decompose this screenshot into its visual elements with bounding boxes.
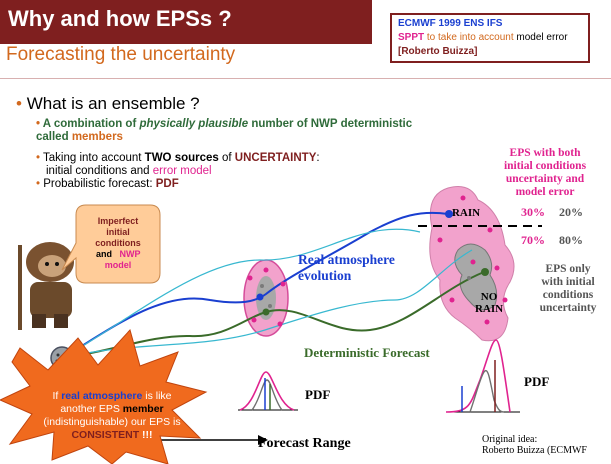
sub2-uncertainty: UNCERTAINTY — [234, 152, 317, 164]
ensemble-member-dots — [247, 195, 508, 327]
deterministic-mid-dot — [262, 308, 270, 316]
eps-both-label-2: initial conditions — [504, 160, 587, 172]
imperfect-line-4-nwp: NWP — [120, 249, 141, 259]
ewok-figure — [18, 242, 74, 330]
pdf-long-range — [445, 339, 520, 413]
callout-p1: If — [52, 390, 62, 402]
reference-box: ECMWF 1999 ENS IFS SPPT to take into acc… — [390, 13, 590, 63]
sub1-text-b: number of NWP deterministic called — [36, 118, 413, 143]
member-trajectory-1 — [61, 228, 421, 359]
main-bullet: • What is an ensemble ? — [16, 94, 200, 114]
sub2-model: error model — [152, 165, 212, 177]
callout-p3: (indistinguishable) our EPS is — [43, 416, 181, 428]
sub2-text-b: of — [218, 152, 235, 164]
forecast-range-label: Forecast Range — [258, 436, 351, 451]
ic-member-dots — [260, 276, 471, 308]
eps-ic-cloud — [454, 243, 498, 311]
sub2-two-sources: TWO sources — [144, 152, 219, 164]
title-bar — [0, 0, 372, 44]
credit-line-2: Roberto Buizza (ECMWF — [482, 445, 587, 456]
member-trajectory-2 — [61, 249, 473, 359]
imperfect-line-4-and: and — [96, 249, 112, 259]
ref-take-into: to take into account — [424, 32, 514, 43]
real-atmos-end-dot — [445, 210, 453, 218]
ref-line-3: [Roberto Buizza] — [398, 46, 478, 57]
eps-both-label-1: EPS with both — [510, 147, 582, 159]
callout-real-atmosphere: real atmosphere — [61, 390, 143, 402]
slide-subtitle: Forecasting the uncertainty — [6, 44, 236, 65]
imperfect-conditions-bubble — [61, 204, 161, 284]
rain-prob-ic-only: 20% — [559, 205, 583, 219]
ref-line-1: ECMWF 1999 ENS IFS — [398, 18, 503, 29]
eps-only-label-1: EPS only — [545, 263, 590, 275]
sub2-ic: initial conditions — [46, 165, 128, 177]
credit: Original idea: Roberto Buizza (ECMWF — [482, 434, 587, 456]
sub3-text: Probabilistic forecast: — [43, 178, 156, 190]
callout-consistent: CONSISTENT — [71, 429, 140, 441]
deterministic-end-dot — [481, 268, 489, 276]
consistency-callout-text: If real atmosphere is like another EPS m… — [42, 390, 182, 442]
no-rain-label-1: NO — [481, 291, 498, 303]
main-bullet-text: What is an ensemble ? — [26, 94, 200, 113]
no-rain-prob-ic-only: 80% — [559, 233, 583, 247]
no-rain-label-2: RAIN — [475, 303, 503, 315]
ref-line-2: SPPT to take into account model error — [398, 31, 582, 45]
imperfect-line-3: conditions — [95, 238, 141, 248]
bullet-dot-icon: • — [36, 152, 44, 164]
imperfect-line-5: model — [105, 260, 132, 270]
ref-sppt: SPPT — [398, 32, 425, 43]
sub-bullet-2: • Taking into account TWO sources of UNC… — [36, 152, 436, 178]
pdf-label-right: PDF — [524, 374, 549, 389]
arrowhead-icon — [258, 435, 268, 445]
sub3-pdf: PDF — [155, 178, 179, 190]
real-atmosphere-label-1: Real atmosphere — [298, 252, 395, 267]
pdf-mid-range — [238, 371, 298, 411]
bullet-dot-icon: • — [36, 178, 44, 190]
real-atmosphere-label-2: evolution — [298, 268, 352, 283]
imperfect-line-2: initial — [106, 227, 130, 237]
eps-only-label-3: conditions — [543, 289, 594, 301]
header-rule — [0, 78, 611, 79]
callout-p4: !!! — [139, 429, 153, 441]
eps-both-label-4: model error — [516, 186, 575, 198]
sub1-members: members — [71, 131, 123, 143]
bullet-dot-icon: • — [16, 94, 27, 113]
rain-prob-model-error: 30% — [521, 205, 545, 219]
deterministic-forecast-label: Deterministic Forecast — [304, 345, 430, 360]
slide-title: Why and how EPSs ? — [8, 6, 232, 31]
bullet-dot-icon: • — [36, 118, 43, 130]
eps-both-label-3: uncertainty and — [506, 173, 585, 185]
credit-line-1: Original idea: — [482, 434, 538, 445]
sub2-and: and — [127, 165, 153, 177]
eps-only-label-2: with initial — [541, 276, 594, 288]
eps-only-label-4: uncertainty — [540, 302, 597, 314]
rain-label: RAIN — [452, 207, 480, 219]
consistency-starburst — [0, 328, 208, 464]
sub2-text-a: Taking into account — [43, 152, 145, 164]
imperfect-line-1: Imperfect — [98, 216, 139, 226]
sub-bullet-3: • Probabilistic forecast: PDF — [36, 178, 179, 191]
no-rain-prob-model-error: 70% — [521, 233, 545, 247]
sub1-italic: physically plausible — [139, 118, 249, 130]
pdf-label-left: PDF — [305, 387, 330, 402]
callout-p2: is like another EPS — [60, 390, 172, 415]
sub1-text-a: A combination of — [42, 118, 140, 130]
real-atmos-mid-dot — [256, 293, 264, 301]
ref-model-error: model error — [513, 32, 568, 43]
callout-member: member — [122, 403, 164, 415]
sub-bullet-1: • A combination of physically plausible … — [36, 118, 436, 144]
sub2-colon: : — [316, 152, 320, 164]
real-atmosphere-trajectory — [61, 211, 449, 359]
